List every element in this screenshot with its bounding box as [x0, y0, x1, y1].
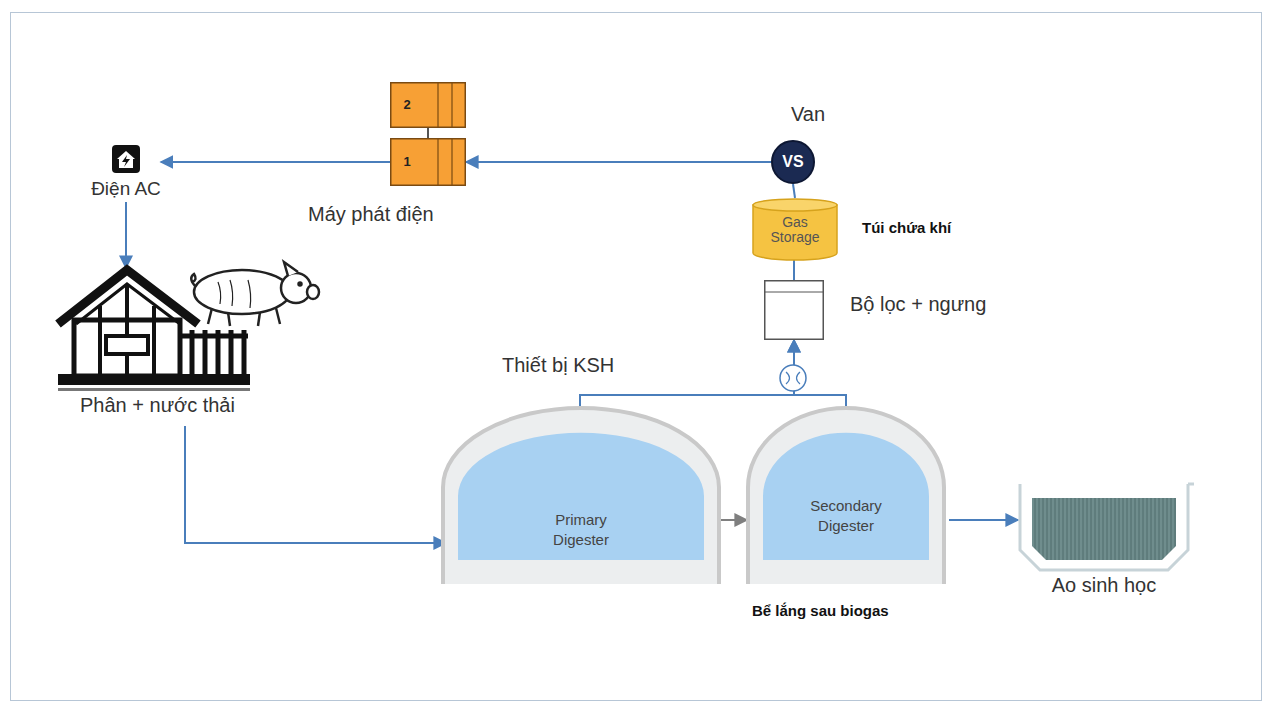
flow-connector: [161, 161, 390, 163]
node-label: Bộ lọc + ngưng: [850, 293, 986, 316]
generator-divider: [451, 83, 452, 127]
pond-lip: [1188, 483, 1194, 486]
pond-wall: [1020, 484, 1188, 570]
flow-connector: [949, 519, 1018, 521]
node-label: Ao sinh học: [1018, 574, 1190, 597]
generator-unit-outline: [390, 138, 466, 186]
generator-unit-outline: [390, 82, 466, 128]
generator-body: [391, 139, 466, 186]
flow-connector: [125, 202, 127, 268]
generator-unit: 2: [390, 82, 466, 128]
gas-meter-symbol: [780, 365, 806, 391]
tank-top: [753, 199, 837, 211]
generator-divider: [437, 83, 438, 127]
flow-connector: [793, 184, 795, 198]
filter-box-shape: [765, 281, 824, 340]
filter-condenser-box-outline: [764, 280, 824, 340]
caption-label: Bể lắng sau biogas: [752, 602, 889, 619]
digester-wall: [748, 408, 944, 584]
pig-barn: Phân + nước thải: [52, 252, 324, 420]
filter-condenser-box: Bộ lọc + ngưng: [764, 280, 824, 340]
secondary-digester-outline: [745, 408, 947, 584]
gas-storage-tank: Gas Storage: [752, 198, 838, 260]
valve-circle-shape: [772, 141, 814, 183]
ac-power-node: Điện AC: [91, 144, 161, 200]
pig-illustration: [191, 262, 319, 326]
generator-divider: [437, 139, 438, 185]
generator-unit: 1: [390, 138, 466, 186]
node-label: VS: [771, 140, 815, 184]
ac-icon-house: [117, 151, 135, 168]
node-label: 1: [394, 138, 420, 186]
ac-icon-bolt: [122, 155, 130, 167]
node-label: Phân + nước thải: [80, 394, 235, 417]
ac-icon-body: [112, 145, 140, 173]
generator-body: [391, 83, 466, 128]
node-label: Secondary Digester: [791, 496, 901, 535]
node-label: 2: [394, 82, 420, 128]
flow-connector: [793, 260, 795, 280]
caption-label: Máy phát điện: [308, 203, 434, 226]
flow-connector: [185, 426, 446, 543]
pond-water: [1032, 498, 1176, 560]
caption-label: Thiết bị KSH: [502, 354, 614, 377]
flow-connector: [427, 128, 429, 138]
caption-label: Túi chứa khí: [862, 219, 951, 236]
primary-digester: Primary Digester: [440, 408, 722, 584]
flow-connector: [720, 519, 747, 521]
digester-liquid: [763, 433, 929, 560]
valve-node: VanVS: [771, 140, 815, 184]
secondary-digester: Secondary Digester: [745, 408, 947, 584]
primary-digester-outline: [440, 408, 722, 584]
digester-liquid: [458, 433, 704, 560]
node-label: Primary Digester: [526, 510, 636, 549]
tank-body: [753, 205, 837, 260]
generator-divider: [451, 139, 452, 185]
biological-pond: Ao sinh học: [1018, 478, 1190, 600]
ac-icon: [111, 144, 141, 174]
flow-connector: [466, 161, 771, 163]
filter-box-line: [765, 292, 823, 293]
node-label: Điện AC: [91, 178, 161, 200]
digester-wall: [443, 408, 719, 584]
node-label: Gas Storage: [765, 215, 825, 246]
node-label: Van: [791, 103, 825, 126]
frame-border: [11, 13, 1262, 701]
